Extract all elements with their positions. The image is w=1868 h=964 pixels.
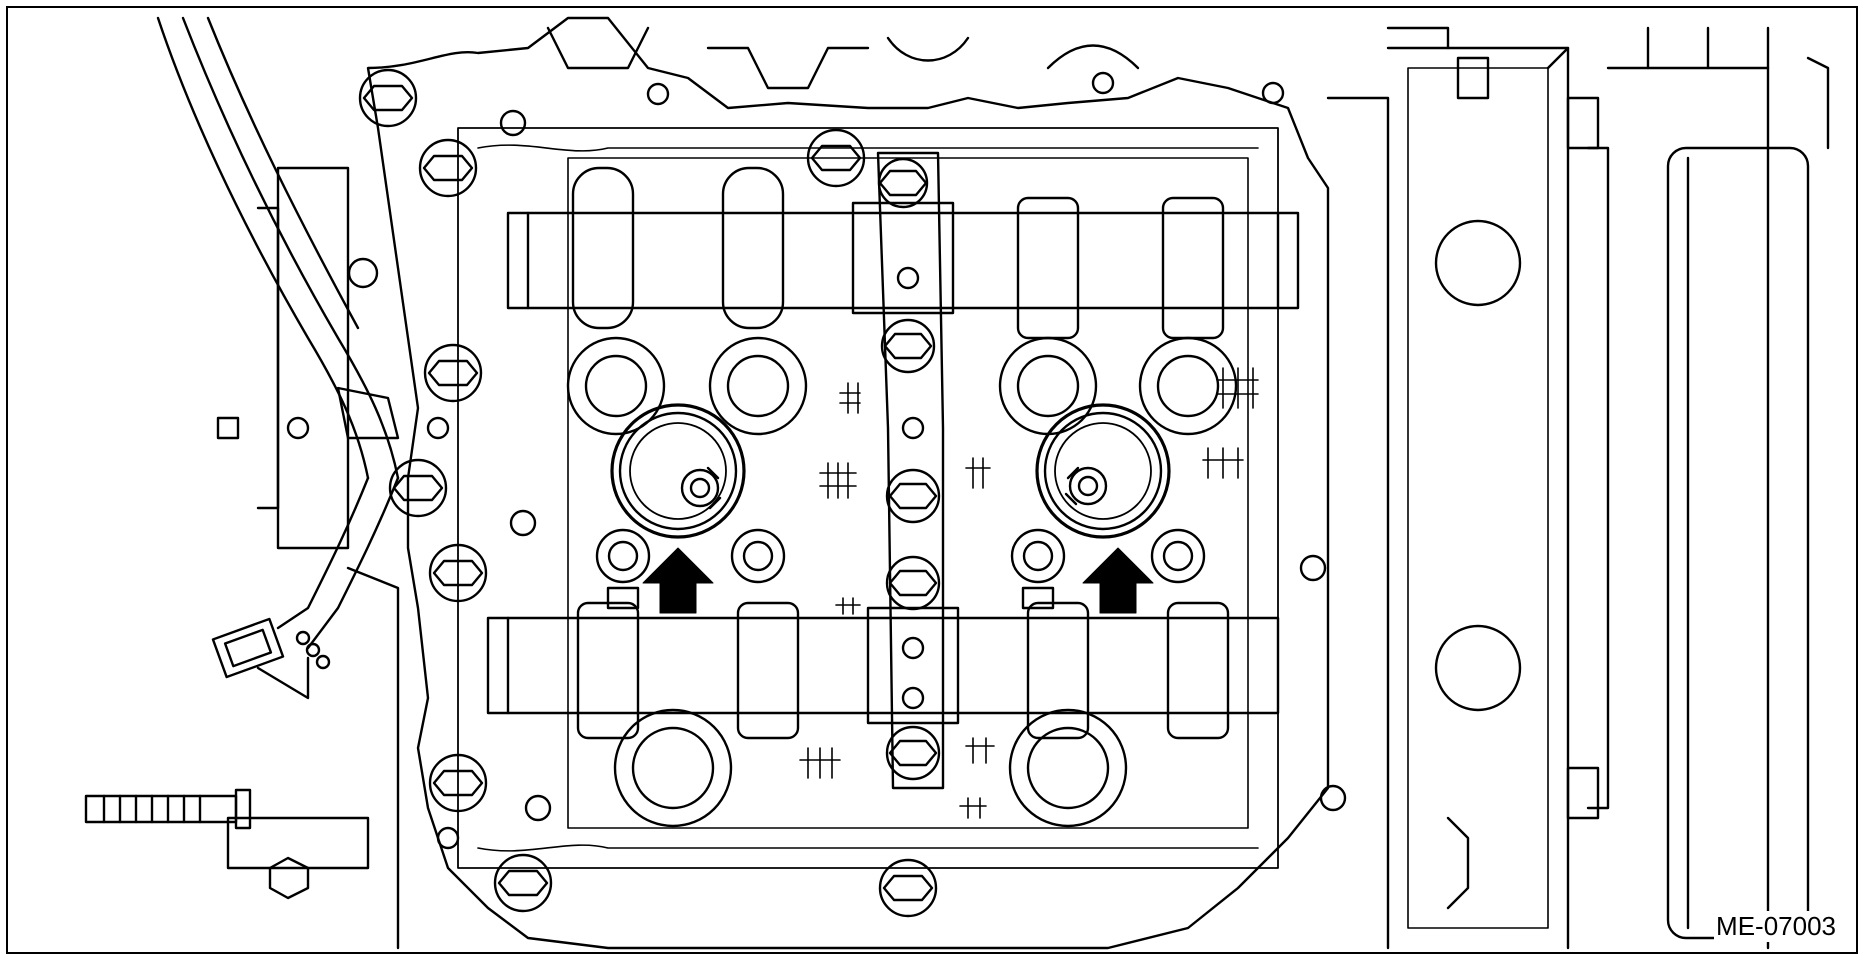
lower-camshaft [486,601,1280,740]
engine-line-drawing [84,16,1830,950]
spark-plug-hole-right [1035,403,1171,539]
threaded-stud [84,788,370,900]
upper-camshaft [506,157,1300,340]
diagram-frame: ME-07003 [6,6,1858,954]
lower-rocker-springs [595,528,1206,610]
perimeter-bolts [358,68,1347,918]
lower-bores [613,708,1128,828]
center-bearing-cap [876,151,945,790]
connector-plug [211,617,331,700]
spark-plug-hole-left [610,403,746,539]
up-arrow-icon [1082,547,1154,614]
top-right-bracket [1386,26,1830,150]
upper-valve-lifters [566,336,1238,436]
right-timing-cover [1326,46,1810,950]
casting-hatch-marks [799,367,1259,819]
left-bracket-housing [216,166,400,950]
cylinder-head-outline [366,16,1330,950]
up-arrow-icon [642,547,714,614]
top-edge-detail [546,26,1285,106]
figure-id-label: ME-07003 [1714,911,1838,942]
